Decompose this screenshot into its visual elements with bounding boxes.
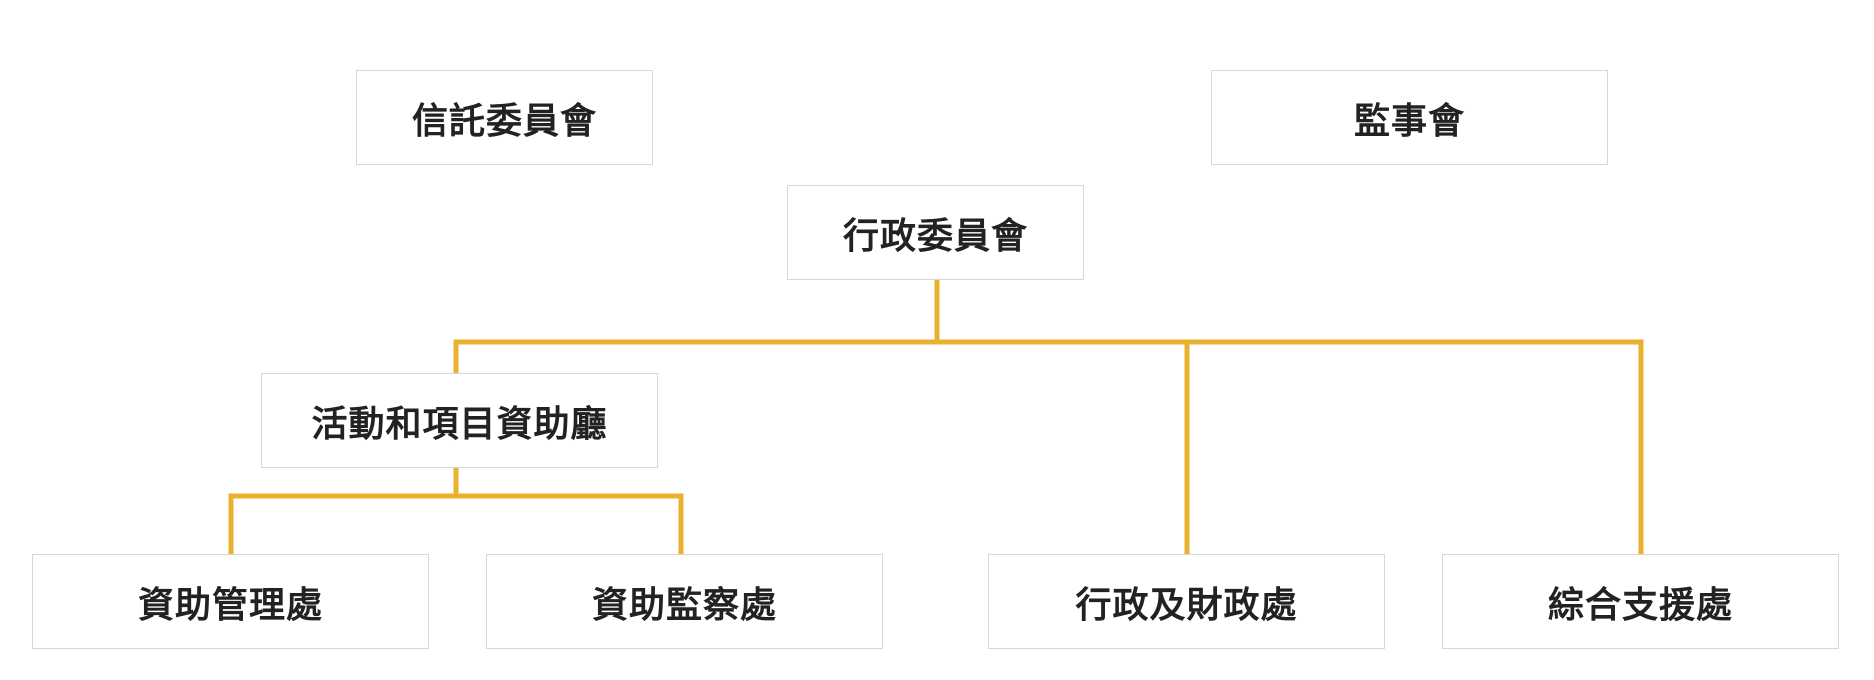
admin-finance-box: 行政及財政處 <box>988 554 1385 649</box>
executive-committee-label: 行政委員會 <box>842 215 1028 257</box>
grant-management-label: 資助管理處 <box>137 584 323 626</box>
admin-finance-label: 行政及財政處 <box>1075 584 1298 626</box>
grant-supervision-label: 資助監察處 <box>591 584 777 626</box>
executive-committee-box: 行政委員會 <box>787 185 1084 280</box>
general-support-box: 綜合支援處 <box>1442 554 1839 649</box>
grant-management-box: 資助管理處 <box>32 554 429 649</box>
board-of-trustees-label: 信託委員會 <box>411 100 597 142</box>
grants-hall-label: 活動和項目資助廳 <box>311 403 608 445</box>
grant-supervision-box: 資助監察處 <box>486 554 883 649</box>
board-of-trustees-box: 信託委員會 <box>356 70 653 165</box>
supervisory-board-label: 監事會 <box>1353 100 1465 142</box>
grants-hall-box: 活動和項目資助廳 <box>261 373 658 468</box>
supervisory-board-box: 監事會 <box>1211 70 1608 165</box>
general-support-label: 綜合支援處 <box>1547 584 1733 626</box>
